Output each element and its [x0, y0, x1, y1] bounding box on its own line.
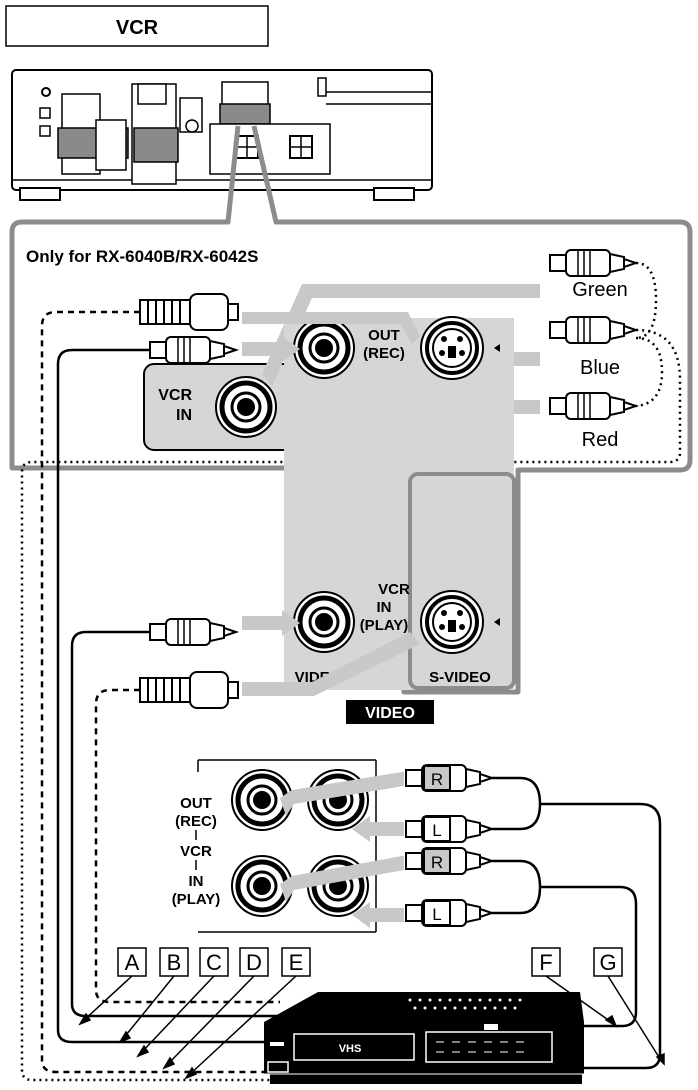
blue-label: Blue [580, 357, 620, 379]
svideo-in-plug [139, 671, 239, 709]
audio-vcr-label: VCR [180, 843, 212, 860]
callout-e: E [289, 950, 304, 975]
red-plug [549, 392, 637, 420]
video-in-label-1: IN [377, 599, 392, 616]
vcr-in-label-1: VCR [158, 387, 192, 404]
green-arrow [262, 284, 540, 386]
callout-c: C [206, 950, 222, 975]
blue-plug [549, 316, 637, 344]
video-in-label-2: (PLAY) [360, 617, 409, 634]
callouts: A B C D E F G [117, 947, 623, 977]
receiver-rear-panel [11, 69, 433, 201]
red-label: Red [582, 429, 619, 451]
video-vcr-label: VCR [378, 581, 410, 598]
callout-f: F [539, 950, 552, 975]
video-out-label-2: (REC) [363, 345, 405, 362]
title-box [5, 5, 269, 47]
svideo-in-jack[interactable] [419, 589, 485, 655]
vcr-logo: VHS [339, 1043, 362, 1055]
video-out-jack[interactable] [294, 318, 354, 378]
inset-heading: Only for RX-6040B/RX-6042S [26, 247, 258, 266]
video-out-plug [149, 336, 237, 364]
callout-d: D [246, 950, 262, 975]
cables [56, 348, 662, 1070]
component-dotted-wires [20, 261, 682, 1082]
callout-g: G [599, 950, 616, 975]
svideo-label: S-VIDEO [429, 669, 491, 686]
audio-out-label-1: OUT [180, 795, 212, 812]
green-plug [549, 249, 637, 277]
vcr-deck: VHS [264, 992, 584, 1084]
plug-l-2: L [432, 905, 441, 924]
plug-r-1: R [431, 770, 443, 789]
svideo-out-jack[interactable] [419, 315, 485, 381]
video-section-tag-text: VIDEO [365, 705, 415, 722]
zoom-outline [9, 125, 693, 695]
page-title: VCR [116, 17, 159, 39]
callout-b: B [167, 950, 182, 975]
video-section-tag [346, 700, 434, 724]
svideo-out-plug [139, 293, 239, 331]
video-in-jack[interactable] [294, 592, 354, 652]
green-label: Green [572, 279, 628, 301]
green-jack[interactable] [216, 377, 276, 437]
audio-in-label-2: (PLAY) [172, 891, 221, 908]
callout-a: A [125, 950, 140, 975]
callout-leaders [78, 975, 665, 1080]
video-in-plug [149, 618, 237, 646]
plug-r-2: R [431, 853, 443, 872]
plug-l-1: L [432, 821, 441, 840]
audio-out-label-2: (REC) [175, 813, 217, 830]
video-out-label-1: OUT [368, 327, 400, 344]
vcr-in-label-2: IN [176, 407, 192, 424]
audio-in-label-1: IN [189, 873, 204, 890]
